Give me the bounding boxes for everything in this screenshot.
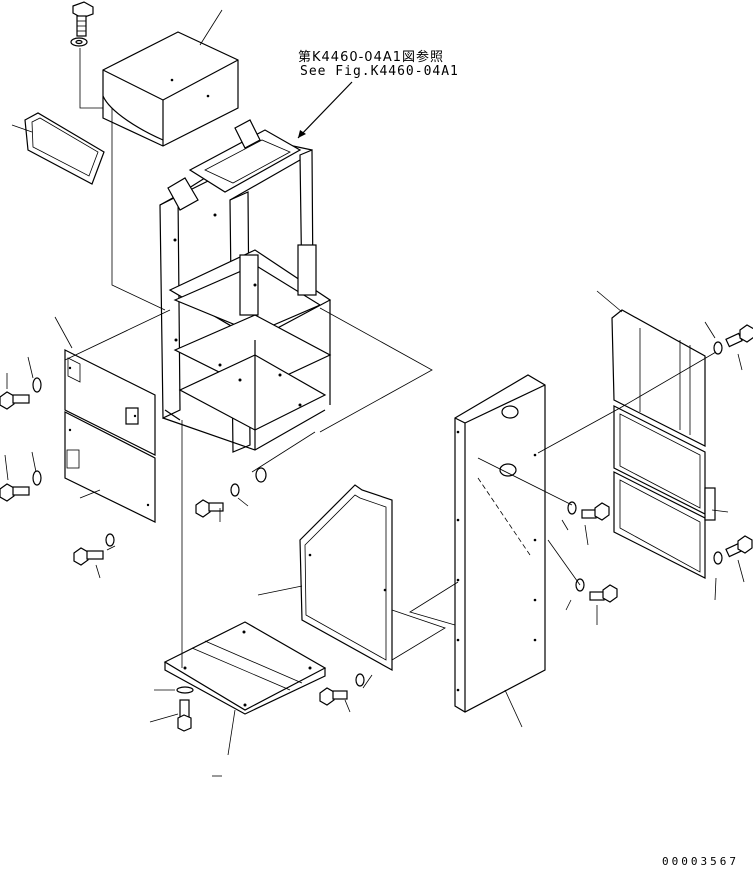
- top-washer: [70, 37, 88, 47]
- right-upper-panel: [611, 309, 706, 447]
- right-lower-panel: [613, 471, 716, 579]
- left-washer-3: [105, 533, 115, 547]
- center-washer-1: [230, 467, 267, 497]
- left-upper-panel: [64, 349, 156, 456]
- drawing-number: 00003567: [662, 855, 739, 868]
- reference-note-english: See Fig.K4460-04A1: [300, 64, 459, 79]
- top-cover: [102, 31, 239, 147]
- right-bolt-2: [713, 535, 753, 565]
- main-frame: [159, 119, 332, 453]
- bottom-plate: [163, 621, 327, 715]
- reference-arrow: [297, 81, 353, 139]
- right-bolt-1: [713, 324, 753, 355]
- left-washer-2: [32, 470, 42, 486]
- left-bolt-3: [73, 547, 104, 566]
- seal-gasket: [24, 112, 105, 185]
- reference-arrow-head: [298, 130, 306, 138]
- center-bolt-2: [319, 673, 365, 706]
- top-bolt: [72, 1, 94, 37]
- left-bolt-2: [0, 483, 30, 502]
- left-lower-panel: [64, 411, 156, 523]
- right-center-bolt-2: [575, 578, 618, 603]
- side-cover-panel: [299, 484, 393, 672]
- left-washer-1: [32, 377, 42, 393]
- bottom-bolt: [176, 686, 194, 732]
- leader-lines: [4, 9, 745, 777]
- reference-note-japanese: 第K4460-04A1図参照: [298, 50, 445, 65]
- center-bolt-1: [195, 499, 224, 518]
- right-center-bolt-1: [567, 501, 610, 521]
- left-bolt-1: [0, 391, 30, 410]
- assembly-lines: [64, 48, 717, 668]
- tall-side-panel: [454, 374, 546, 713]
